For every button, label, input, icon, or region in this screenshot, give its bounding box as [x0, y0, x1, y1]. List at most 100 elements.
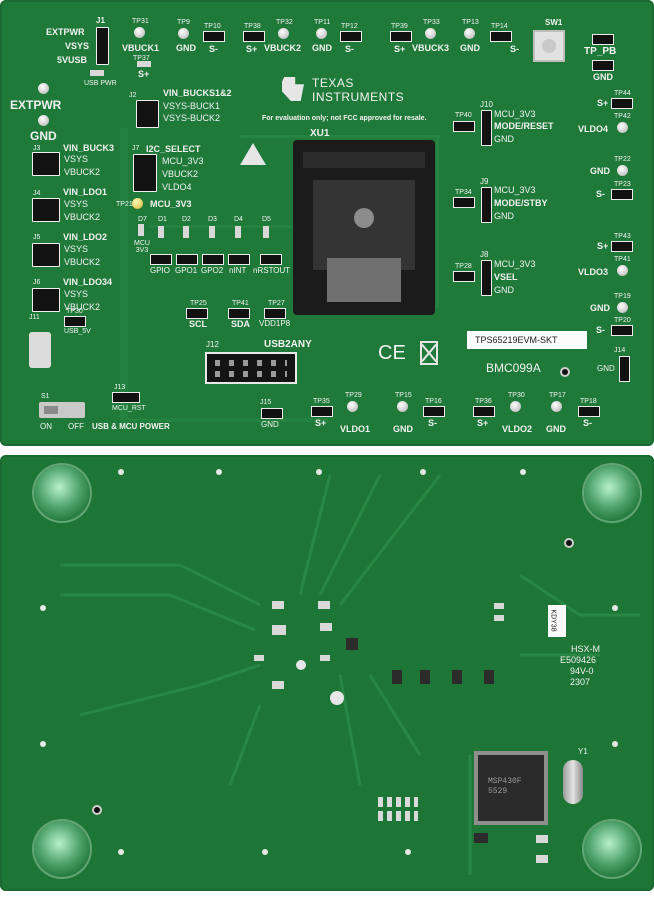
scl-header[interactable] [186, 308, 208, 319]
mcu-rst-header[interactable] [112, 392, 140, 403]
tp20-header[interactable] [611, 325, 633, 336]
via [40, 741, 46, 747]
tp21-testpoint[interactable] [132, 198, 143, 209]
tp13-testpoint[interactable] [464, 28, 475, 39]
tp28-header[interactable] [453, 271, 475, 282]
tp39-header[interactable] [390, 31, 412, 42]
gpio-header[interactable] [150, 254, 172, 265]
usb-5v-header[interactable] [64, 316, 86, 327]
tp34-header[interactable] [453, 197, 475, 208]
y1-ref: Y1 [578, 747, 588, 756]
tp15-testpoint[interactable] [397, 401, 408, 412]
j7-ref: J7 [132, 145, 140, 152]
tp43-header[interactable] [611, 241, 633, 252]
j10-jumper-header[interactable] [481, 110, 492, 146]
usb-mcu-power-switch[interactable] [39, 402, 85, 418]
usb2any-connector[interactable] [205, 352, 297, 384]
hot-surface-warning-icon [240, 143, 266, 165]
sda-header[interactable] [228, 308, 250, 319]
j7-jumper-header[interactable] [133, 154, 157, 192]
tp17-testpoint[interactable] [551, 401, 562, 412]
tp41-testpoint[interactable] [617, 265, 628, 276]
tp-pb-label: TP_PB [584, 46, 617, 57]
tp44-ref: TP44 [614, 90, 631, 97]
smd-transistor [474, 833, 488, 843]
mcu-chip: MSP430F 5529 [478, 755, 544, 821]
tp30-testpoint[interactable] [510, 401, 521, 412]
s1-on-label: ON [40, 422, 52, 431]
tp38-header[interactable] [243, 31, 265, 42]
tp10-ref: TP10 [204, 23, 221, 30]
d5-led [263, 226, 269, 238]
socket-lid [313, 180, 415, 270]
tp44-header[interactable] [611, 98, 633, 109]
j2-jumper-header[interactable] [136, 100, 159, 128]
j1-label-vsys: VSYS [65, 41, 90, 51]
tp18-header[interactable] [578, 406, 600, 417]
gnd-terminal[interactable] [38, 115, 49, 126]
tp23-header[interactable] [611, 189, 633, 200]
hsx-line2: E509426 [560, 655, 597, 665]
tp43-label: S+ [597, 241, 609, 251]
sw1-pushbutton[interactable] [533, 30, 565, 62]
tp30-label: VLDO2 [502, 424, 533, 434]
tp42-testpoint[interactable] [617, 122, 628, 133]
extpwr-terminal[interactable] [38, 83, 49, 94]
j3-jumper-header[interactable] [32, 152, 60, 176]
j6-jumper-header[interactable] [32, 288, 60, 312]
socket-hinge [303, 152, 425, 168]
tp12-label: S- [345, 44, 354, 54]
smd-capacitor [536, 855, 548, 863]
j1-jumper-header[interactable] [96, 27, 109, 65]
tp29-testpoint[interactable] [347, 401, 358, 412]
tp32-testpoint[interactable] [278, 28, 289, 39]
gnd-left-label: GND [30, 129, 57, 143]
tp10-header[interactable] [203, 31, 225, 42]
j6-ref: J6 [33, 279, 41, 286]
tp11-testpoint[interactable] [316, 28, 327, 39]
xu1-test-socket[interactable] [293, 140, 435, 315]
j14-gnd-header[interactable] [619, 356, 630, 382]
gpo2-header[interactable] [202, 254, 224, 265]
tp31-testpoint[interactable] [134, 27, 145, 38]
pad-row [378, 811, 418, 821]
tp-pb-header[interactable] [592, 34, 614, 45]
j8-jumper-header[interactable] [481, 260, 492, 296]
tp36-header[interactable] [473, 406, 495, 417]
smd-transistor [392, 670, 402, 684]
nrstout-header[interactable] [260, 254, 282, 265]
tp40-header[interactable] [453, 121, 475, 132]
j5-jumper-header[interactable] [32, 243, 60, 267]
tp43-ref: TP43 [614, 233, 631, 240]
tp17-ref: TP17 [549, 392, 566, 399]
j4-ref: J4 [33, 190, 41, 197]
tp16-header[interactable] [423, 406, 445, 417]
j15-gnd-header[interactable] [261, 408, 283, 419]
j9-jumper-header[interactable] [481, 187, 492, 223]
usb-connector[interactable] [29, 332, 51, 368]
gpo1-header[interactable] [176, 254, 198, 265]
tp9-testpoint[interactable] [178, 28, 189, 39]
usb-pwr-led [90, 70, 104, 76]
tp16-ref: TP16 [425, 398, 442, 405]
ti-logo-line2: INSTRUMENTS [312, 90, 405, 104]
j9-ref: J9 [480, 177, 489, 186]
tp18-label: S- [583, 418, 592, 428]
j3-line2: VBUCK2 [64, 167, 101, 177]
tp-pb-gnd-header[interactable] [592, 60, 614, 71]
d7-ref: D7 [138, 216, 147, 223]
j4-jumper-header[interactable] [32, 198, 60, 222]
vdd1p8-header[interactable] [264, 308, 286, 319]
tp35-header[interactable] [311, 406, 333, 417]
pcb-bottom-side: KDY38 HSX-M E509426 94V-0 2307 MSP430F 5… [0, 455, 654, 891]
nint-header[interactable] [228, 254, 250, 265]
d4-led [235, 226, 241, 238]
tp37-pad[interactable] [137, 61, 151, 67]
tp33-testpoint[interactable] [425, 28, 436, 39]
tp14-header[interactable] [490, 31, 512, 42]
tp22-testpoint[interactable] [617, 165, 628, 176]
tp19-testpoint[interactable] [617, 302, 628, 313]
tp44-label: S+ [597, 98, 609, 108]
gpo1-label: GPO1 [175, 266, 198, 275]
tp12-header[interactable] [340, 31, 362, 42]
